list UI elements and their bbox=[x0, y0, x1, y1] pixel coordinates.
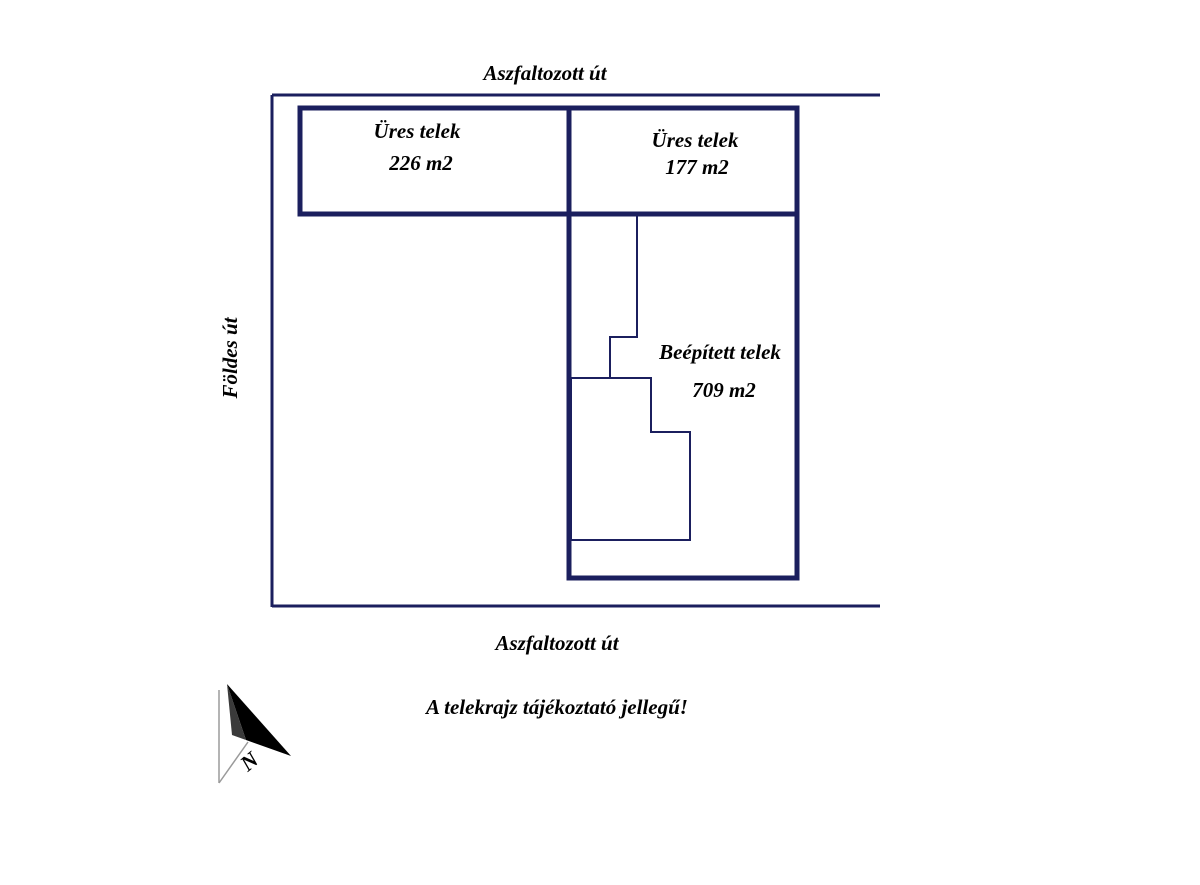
plot-b-label: Üres telek bbox=[652, 128, 739, 152]
compass-thin-line-2 bbox=[218, 741, 249, 784]
plot-c-label: Beépített telek bbox=[658, 340, 781, 364]
plot-c-area: 709 m2 bbox=[692, 378, 756, 402]
outer-boundary bbox=[270, 93, 880, 608]
compass-letter: N bbox=[234, 746, 264, 777]
road-label-left: Földes út bbox=[218, 316, 242, 399]
plot-a-label: Üres telek bbox=[374, 119, 461, 143]
compass-light-wing bbox=[227, 684, 246, 740]
plot-a-area: 226 m2 bbox=[388, 151, 453, 175]
compass-dark-wing bbox=[227, 684, 291, 756]
building-outline bbox=[570, 216, 691, 541]
road-label-top: Aszfaltozott út bbox=[481, 61, 607, 85]
plot-c-boundary bbox=[566, 211, 800, 581]
plot-b-area: 177 m2 bbox=[665, 155, 729, 179]
disclaimer-note: A telekrajz tájékoztató jellegű! bbox=[424, 695, 688, 719]
road-label-bottom: Aszfaltozott út bbox=[493, 631, 619, 655]
north-arrow-icon: N bbox=[218, 684, 291, 784]
